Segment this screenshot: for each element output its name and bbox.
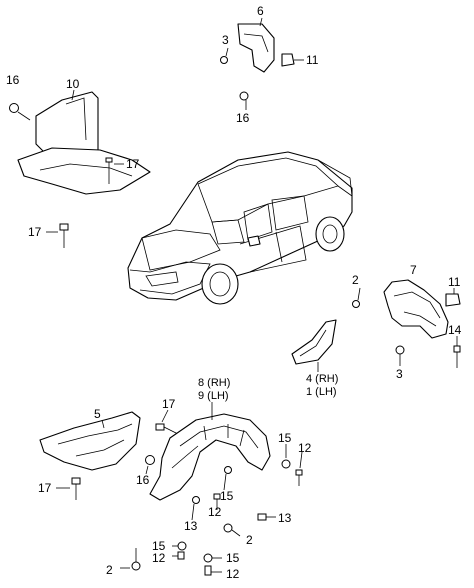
label-part-13-b: 13	[278, 511, 292, 525]
label-part-7: 7	[410, 263, 417, 277]
label-part-17-c: 17	[162, 397, 176, 411]
label-part-17-a: 17	[126, 157, 140, 171]
part-8-9-fender-liner	[120, 402, 303, 576]
label-part-15-d: 15	[226, 551, 240, 565]
label-part-6: 6	[257, 4, 264, 18]
label-part-15-c: 15	[152, 539, 166, 553]
label-part-11-top: 11	[306, 53, 319, 67]
part-4-1-mudguard	[291, 319, 337, 372]
label-part-17-d: 17	[38, 481, 52, 495]
part-7-fender-liner	[352, 279, 461, 368]
label-part-14: 14	[448, 323, 462, 337]
label-part-9: 9 (LH)	[198, 390, 229, 402]
part-5-undercover	[39, 409, 179, 500]
label-part-3-top: 3	[222, 33, 229, 47]
label-part-2-right: 2	[352, 273, 359, 287]
label-part-5: 5	[94, 407, 101, 421]
label-part-12-b: 12	[208, 505, 222, 519]
label-part-2-b: 2	[246, 533, 253, 547]
label-part-12-c: 12	[152, 551, 166, 565]
label-part-8: 8 (RH)	[198, 377, 231, 389]
car-body	[127, 151, 353, 305]
label-part-4: 4 (RH)	[306, 373, 339, 385]
part-10-undercover	[9, 89, 151, 248]
label-part-11-right: 11	[448, 275, 461, 289]
label-part-17-b: 17	[28, 225, 42, 239]
label-part-12-a: 12	[298, 441, 312, 455]
label-part-2-c: 2	[106, 563, 113, 577]
label-part-16-left: 16	[6, 73, 20, 87]
label-part-15-a: 15	[278, 431, 292, 445]
label-part-3-right: 3	[396, 367, 403, 381]
part-6-cover	[220, 17, 304, 110]
label-part-13-a: 13	[184, 519, 198, 533]
label-part-16-c: 16	[136, 473, 150, 487]
label-part-15-b: 15	[220, 489, 234, 503]
label-part-16-top: 16	[236, 111, 250, 125]
label-part-12-d: 12	[226, 567, 240, 581]
label-part-1: 1 (LH)	[306, 386, 337, 398]
label-part-10: 10	[66, 77, 80, 91]
